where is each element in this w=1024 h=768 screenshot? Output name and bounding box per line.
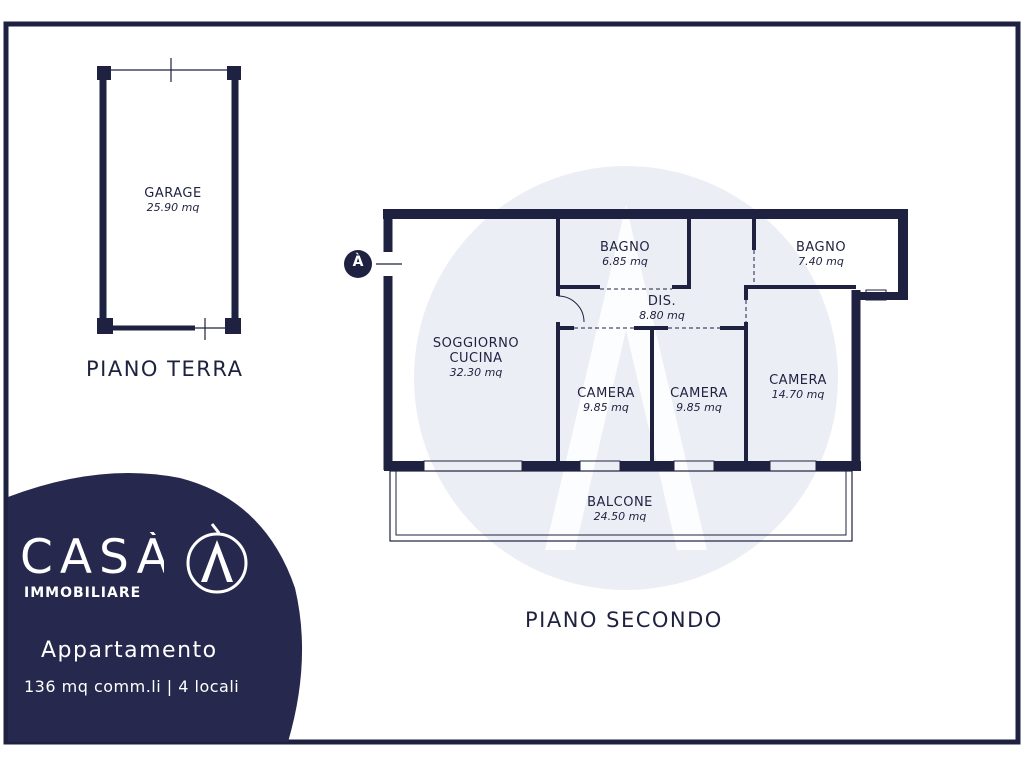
room-disimpegno: DIS. 8.80 mq (610, 294, 714, 322)
room-area: 9.85 mq (583, 401, 629, 414)
room-name: BALCONE (587, 495, 653, 510)
property-type: Appartamento (41, 638, 218, 663)
room-balcone: BALCONE 24.50 mq (560, 495, 680, 523)
room-bagno-1: BAGNO 6.85 mq (570, 240, 680, 268)
room-camera-3: CAMERA 14.70 mq (750, 373, 846, 401)
room-name: GARAGE (144, 186, 202, 201)
room-area: 6.85 mq (602, 255, 648, 268)
room-camera-1: CAMERA 9.85 mq (562, 386, 650, 414)
room-name: CAMERA (670, 386, 728, 401)
brand-name: CASÀ (20, 532, 176, 584)
room-area: 8.80 mq (639, 309, 685, 322)
room-name: DIS. (647, 294, 677, 309)
room-area: 24.50 mq (593, 510, 647, 523)
room-name: BAGNO (795, 240, 847, 255)
floor-title-ground: PIANO TERRA (86, 357, 244, 381)
property-details: 136 mq comm.li | 4 locali (24, 677, 240, 696)
room-name: CAMERA (577, 386, 635, 401)
room-area: 14.70 mq (771, 388, 825, 401)
room-name: CAMERA (769, 373, 827, 388)
entry-marker-letter: À (352, 254, 364, 270)
room-soggiorno-cucina: SOGGIORNO CUCINA 32.30 mq (414, 336, 538, 379)
room-area: 32.30 mq (449, 366, 503, 379)
room-name: SOGGIORNO CUCINA (432, 336, 520, 366)
room-area: 25.90 mq (146, 201, 200, 214)
garage-walls (97, 58, 241, 340)
entry-marker (344, 250, 372, 278)
room-name: BAGNO (599, 240, 651, 255)
room-camera-2: CAMERA 9.85 mq (654, 386, 744, 414)
apartment-walls (376, 209, 908, 542)
room-garage: GARAGE 25.90 mq (113, 186, 233, 214)
floor-title-second: PIANO SECONDO (525, 608, 723, 632)
room-bagno-2: BAGNO 7.40 mq (766, 240, 876, 268)
room-area: 7.40 mq (798, 255, 844, 268)
brand-subtitle: IMMOBILIARE (24, 585, 142, 601)
room-area: 9.85 mq (676, 401, 722, 414)
